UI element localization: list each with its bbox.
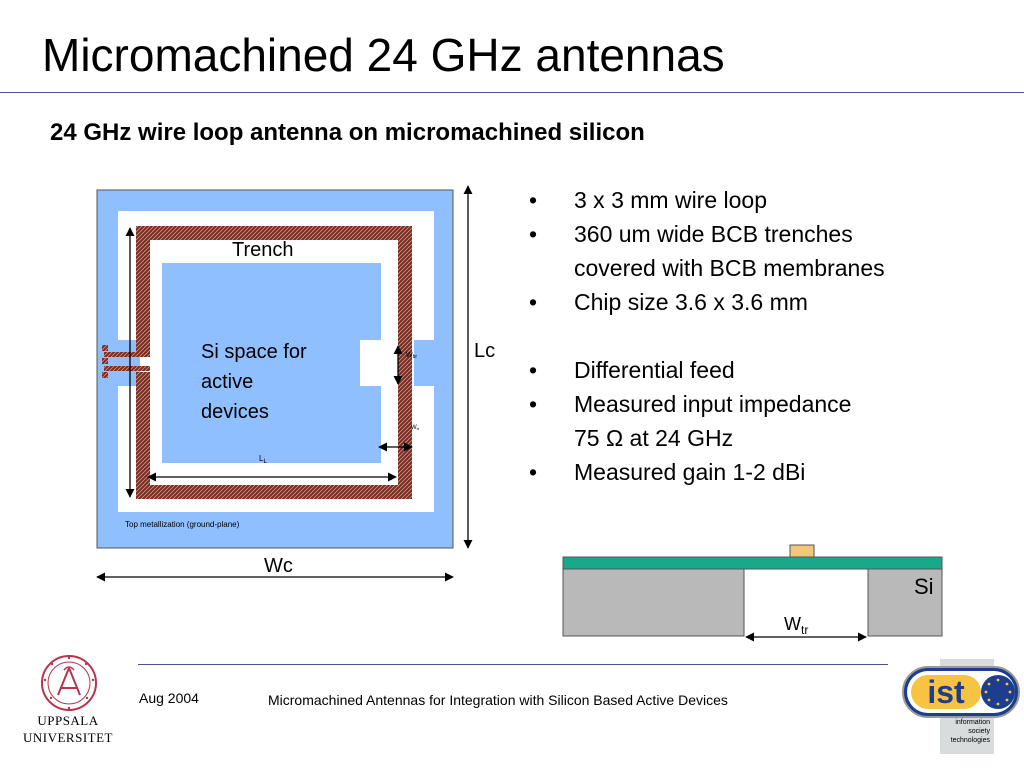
si-space-label: Si space for active devices [201,341,312,423]
bullet-chip-size: Chip size 3.6 x 3.6 mm [527,285,1007,319]
footer-divider [138,664,888,665]
trench-label: Trench [232,239,294,261]
bullet-text: Differential feed [574,357,735,383]
bullet-text: 3 x 3 mm wire loop [574,187,768,213]
wire-loop [102,226,412,499]
si-space-line-1: Si space for [201,341,307,363]
wtr-label-sub: tr [801,623,808,637]
wtr-small-main: W [411,425,417,431]
ist-logo-text: ist [927,674,965,710]
bullet-measured-gain: Measured gain 1-2 dBi [527,455,1007,489]
si-space-line-2: active [201,371,253,393]
bullet-bcb-trenches: 360 um wide BCB trenches covered with BCB… [527,217,1007,285]
ist-tagline-1: information [955,719,990,726]
wbr-label-sub: br [413,354,418,360]
bullet-text: Measured gain 1-2 dBi [574,459,806,485]
si-space-line-3: devices [201,401,269,423]
top-metal-label: Top metallization (ground-plane) [125,520,240,529]
bullet-text-continued: 75 Ω at 24 GHz [574,425,734,451]
ist-logo: ist [902,659,1020,754]
wbr-label-main: W [406,352,413,359]
lc-label: Lc [474,340,495,362]
wtr-small-label: Wtr [411,425,420,431]
footer-date: Aug 2004 [139,690,199,706]
page-title: Micromachined 24 GHz antennas [42,29,725,81]
dimension-lines [96,185,473,582]
si-left-block [562,567,745,637]
bullet-text: Chip size 3.6 x 3.6 mm [574,289,808,315]
ist-tagline-3: technologies [950,737,990,744]
bullet-input-impedance: Measured input impedance 75 Ω at 24 GHz [527,387,1007,455]
bullet-wire-loop: 3 x 3 mm wire loop [527,183,1007,217]
bullet-text: Measured input impedance [574,391,852,417]
bullet-text: 360 um wide BCB trenches [574,221,853,247]
bullet-differential-feed: Differential feed [527,353,1007,387]
wc-label: Wc [264,555,293,577]
uppsala-name-line-1: UPPSALA [37,713,99,728]
ll-label: LL [259,454,267,465]
bcb-membrane [562,556,943,570]
wbr-label: Wbr [406,352,417,360]
slide-subtitle: 24 GHz wire loop antenna on micromachine… [50,119,645,146]
si-right-block [867,567,943,637]
cross-section-diagram: Si Wtr [562,544,943,642]
ll-label-sub: L [263,459,267,465]
wtr-label-main: W [784,614,801,634]
ist-tagline-2: society [968,728,990,735]
wire-conductor [789,544,815,558]
title-divider [0,92,1024,93]
uppsala-seal-logo [41,655,97,711]
wtr-label: Wtr [784,614,808,637]
ll-label-main: L [259,454,264,463]
footer-title: Micromachined Antennas for Integration w… [268,692,728,708]
uppsala-name-line-2: UNIVERSITET [23,730,113,745]
wtr-small-sub: tr [417,426,420,431]
si-label: Si [914,574,934,599]
bullet-text-continued: covered with BCB membranes [574,255,885,281]
feature-bullet-list: 3 x 3 mm wire loop 360 um wide BCB trenc… [527,183,1007,489]
